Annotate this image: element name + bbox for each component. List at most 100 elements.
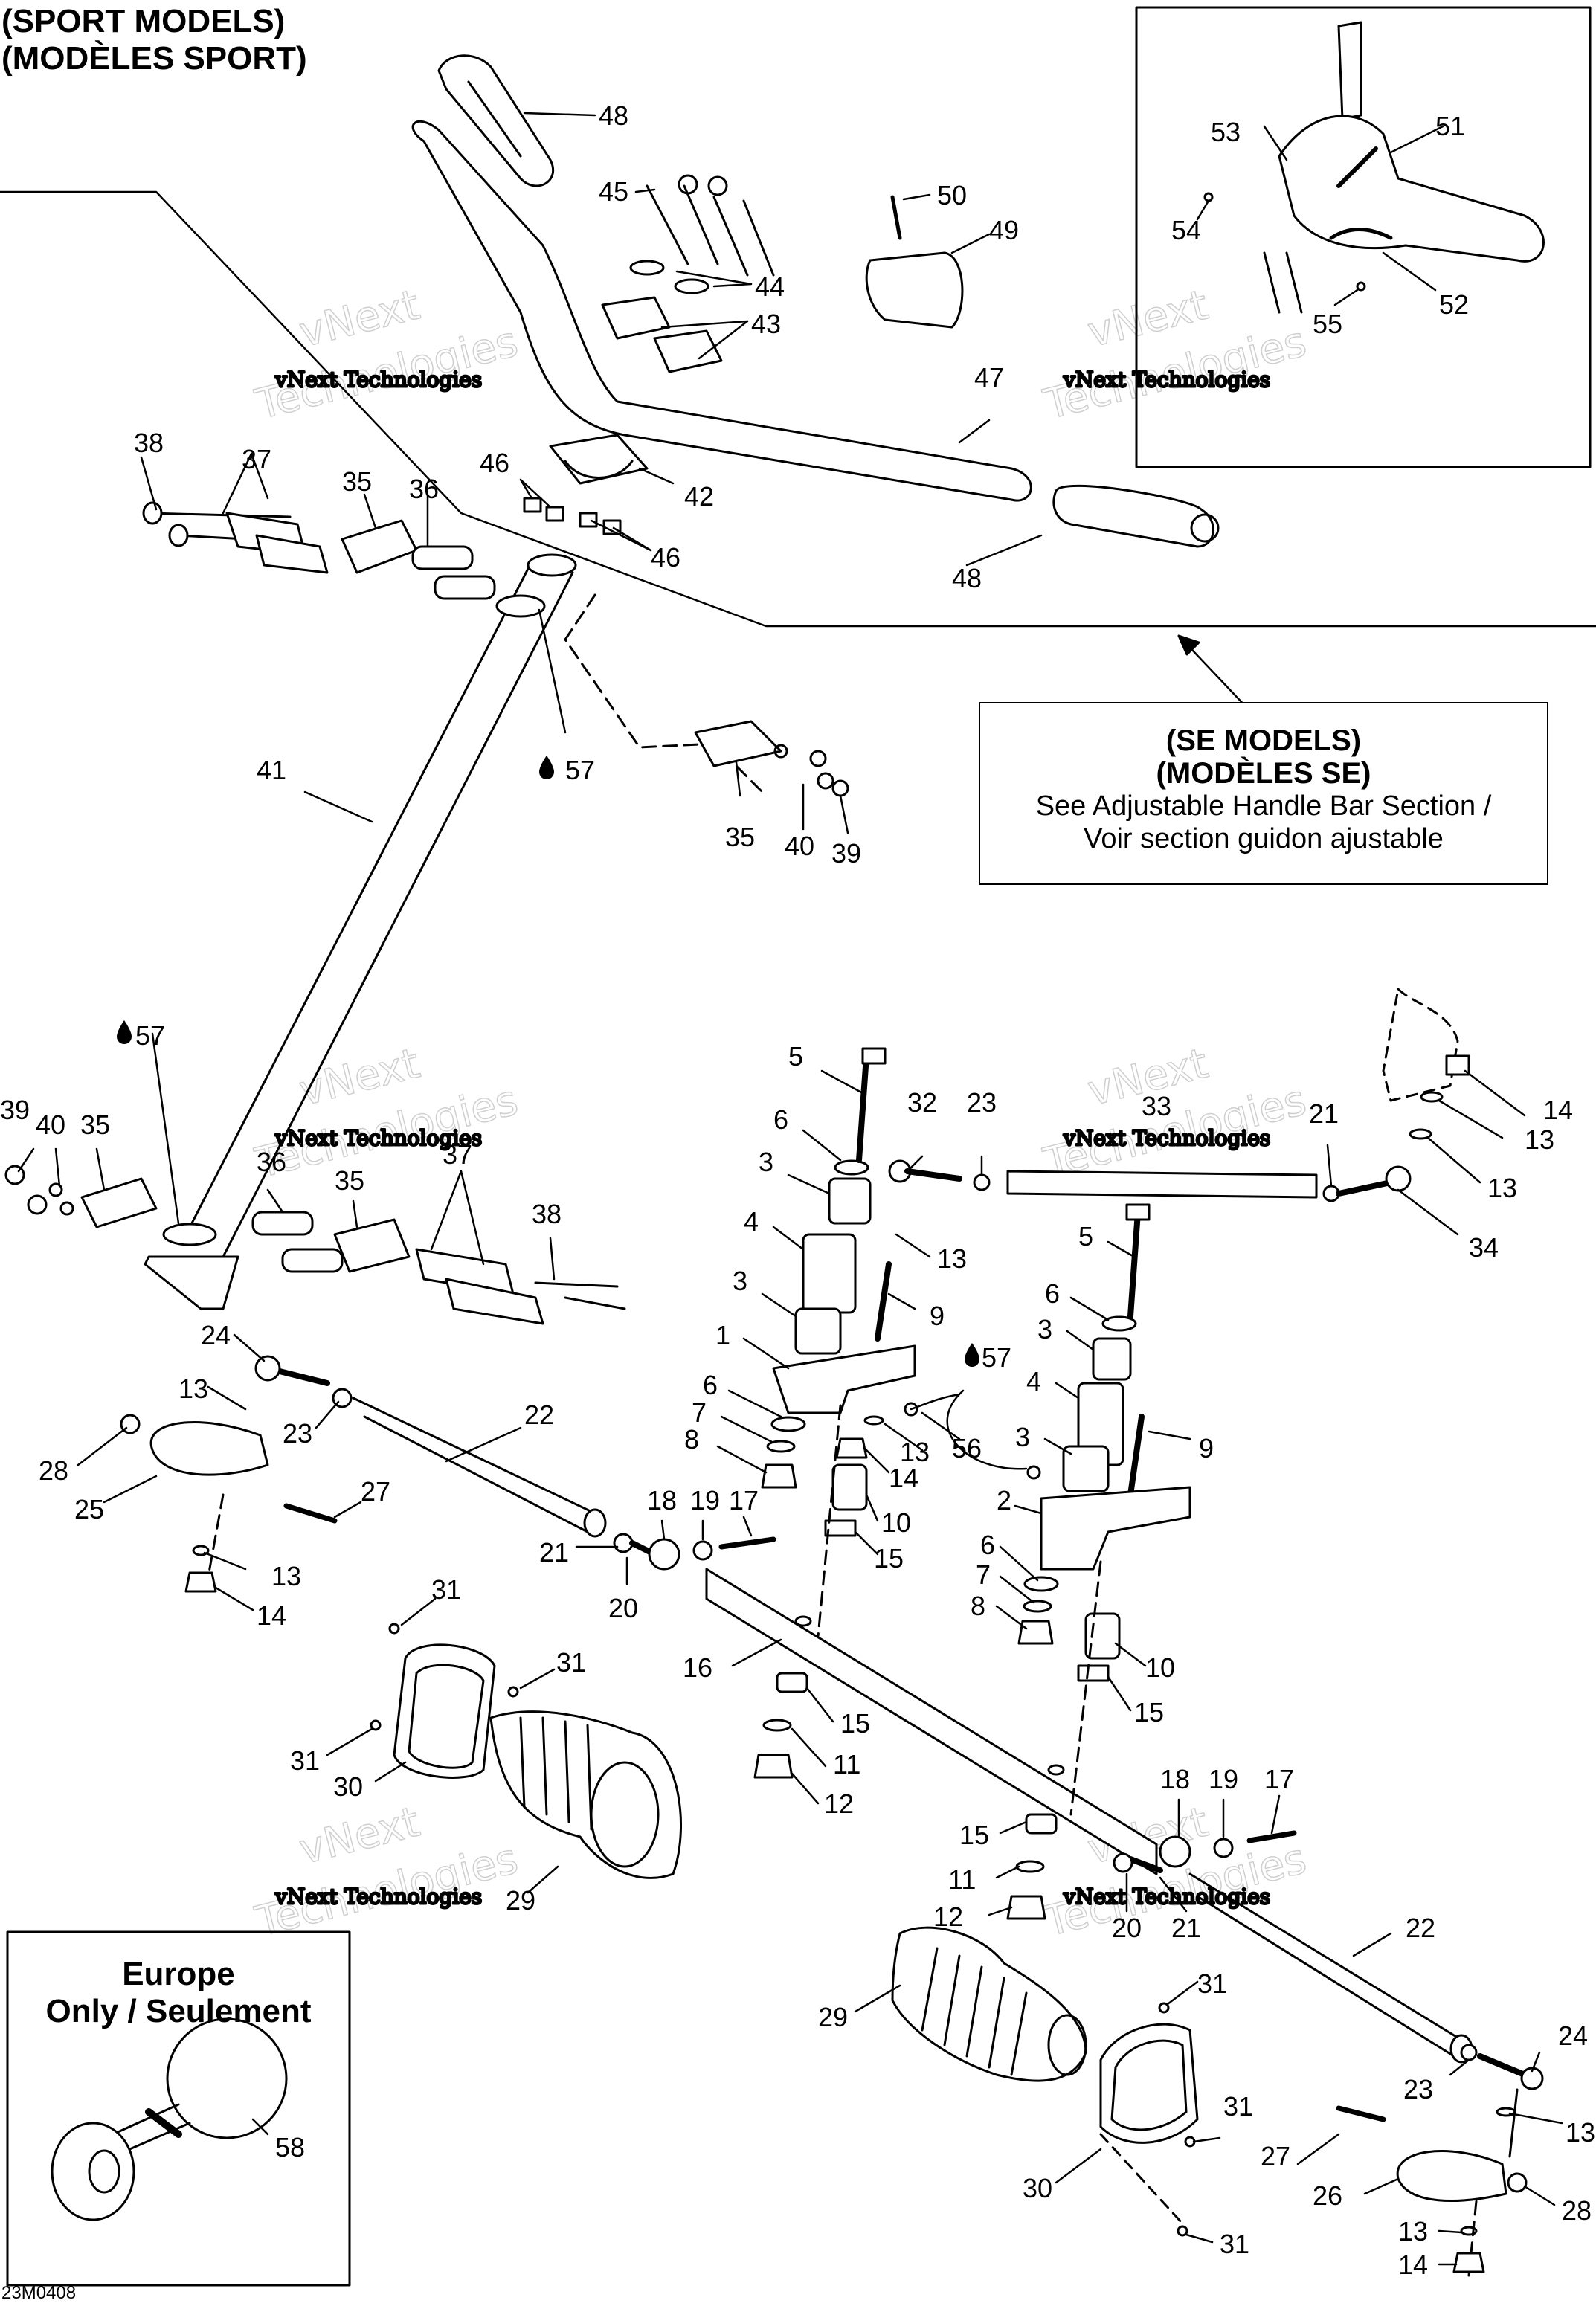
nut-46a bbox=[523, 497, 542, 513]
leader-31c bbox=[326, 1727, 373, 1756]
leader-13e bbox=[207, 1385, 247, 1411]
nut-8b bbox=[1017, 1620, 1054, 1645]
washer-15a bbox=[824, 1519, 857, 1537]
rod-end-18-left bbox=[648, 1538, 680, 1571]
horn-bulb bbox=[166, 2017, 288, 2139]
leader-35b bbox=[735, 761, 741, 797]
plate-30-left bbox=[393, 1643, 496, 1779]
rod-end-32-shank bbox=[904, 1168, 962, 1182]
leader-13b bbox=[1426, 1136, 1481, 1184]
label-36-upper: 36 bbox=[409, 474, 439, 504]
nut-14d bbox=[1452, 2252, 1485, 2273]
leader-24a bbox=[233, 1333, 266, 1362]
heading-sport-en: (SPORT MODELS) bbox=[1, 3, 286, 39]
bolt-17-left bbox=[718, 1536, 776, 1550]
link-37b-lower bbox=[445, 1278, 544, 1325]
label-13-left-b: 13 bbox=[271, 1561, 301, 1591]
boot-29-left-opening bbox=[590, 1761, 660, 1868]
label-39-lower: 39 bbox=[0, 1095, 30, 1125]
washer-13h bbox=[1460, 2226, 1478, 2236]
label-14-left: 14 bbox=[257, 1600, 286, 1631]
label-20-right: 20 bbox=[1112, 1913, 1142, 1943]
label-57-right: 57 bbox=[982, 1342, 1011, 1373]
washer-6b bbox=[770, 1416, 806, 1432]
watermark-text: vNext Technologies bbox=[1063, 367, 1270, 392]
leader-12b bbox=[988, 1906, 1013, 1916]
watermark-2: vNext Technologies vNext Technologies bbox=[1038, 280, 1311, 430]
se-reference-arrowhead bbox=[1177, 634, 1200, 656]
leader-29a bbox=[527, 1865, 559, 1894]
screw-31b bbox=[507, 1686, 519, 1698]
washer-13b bbox=[1409, 1128, 1432, 1140]
label-35-mid: 35 bbox=[725, 822, 755, 852]
label-1: 1 bbox=[715, 1320, 730, 1350]
bolt-head-45b bbox=[707, 175, 728, 196]
label-44: 44 bbox=[755, 271, 785, 302]
oil-drop-icon bbox=[539, 756, 554, 779]
grease-fitting-56-left bbox=[904, 1402, 918, 1417]
se-reference-line bbox=[0, 190, 1596, 628]
spring-50 bbox=[890, 195, 902, 240]
bracket-35-upper bbox=[341, 519, 418, 574]
leader-56 bbox=[921, 1411, 961, 1440]
label-15-left: 15 bbox=[874, 1543, 904, 1574]
label-31-c: 31 bbox=[290, 1745, 320, 1776]
label-53: 53 bbox=[1211, 117, 1241, 147]
leader-15d bbox=[999, 1820, 1028, 1835]
washer-6a bbox=[834, 1159, 869, 1176]
screw-31d bbox=[1158, 2002, 1170, 2014]
washer-6d bbox=[1023, 1576, 1059, 1592]
leader-55 bbox=[1333, 289, 1359, 306]
label-31-f: 31 bbox=[1220, 2229, 1249, 2259]
leader-15b bbox=[1107, 1675, 1132, 1712]
tie-bar-16 bbox=[705, 1568, 1158, 1875]
watermark-1: vNext Technologies vNext Technologies bbox=[250, 280, 523, 430]
label-14-right: 14 bbox=[1398, 2250, 1428, 2280]
label-23-upper: 23 bbox=[967, 1087, 997, 1118]
oil-drop-icon bbox=[117, 1020, 132, 1044]
label-13-post1: 13 bbox=[900, 1437, 930, 1467]
se-box-title-fr: (MODÈLES SE) bbox=[1156, 757, 1371, 790]
tie-rod-22-right bbox=[1188, 1872, 1459, 2058]
column-top-collar bbox=[527, 553, 577, 577]
label-22-left: 22 bbox=[524, 1400, 554, 1430]
label-57-upper: 57 bbox=[565, 755, 595, 785]
screw-31f bbox=[1177, 2225, 1188, 2237]
inset-part-53 bbox=[1336, 146, 1378, 188]
spacer-36b-lower bbox=[281, 1248, 344, 1273]
inset-handlebar-body bbox=[1278, 115, 1545, 263]
label-13-right-b: 13 bbox=[1398, 2216, 1428, 2247]
leader-38b bbox=[549, 1237, 556, 1281]
bolt-27-left bbox=[283, 1503, 338, 1524]
se-box-title-en: (SE MODELS) bbox=[1165, 724, 1362, 757]
leader-31b bbox=[519, 1668, 556, 1690]
leader-35c bbox=[95, 1147, 106, 1191]
leader-13a bbox=[1438, 1099, 1504, 1139]
leader-13d bbox=[884, 1423, 924, 1452]
washer-13-left bbox=[192, 1545, 210, 1556]
leader-31e bbox=[1192, 2136, 1221, 2143]
leader-6d bbox=[999, 1545, 1039, 1582]
label-40-mid: 40 bbox=[785, 831, 814, 861]
bolt-head-45a bbox=[678, 174, 698, 195]
nut-14b bbox=[835, 1437, 868, 1459]
leader-14a bbox=[1464, 1069, 1526, 1117]
label-39-mid: 39 bbox=[831, 838, 861, 869]
bolt-5-right bbox=[1127, 1209, 1141, 1319]
label-47: 47 bbox=[974, 362, 1004, 393]
bolts-38-lower bbox=[534, 1281, 626, 1310]
label-38-upper: 38 bbox=[134, 428, 164, 458]
leader-58 bbox=[251, 2118, 269, 2136]
leader-4a bbox=[772, 1226, 805, 1251]
washer-7a bbox=[766, 1440, 796, 1453]
leader-11a bbox=[791, 1727, 827, 1768]
label-10-left: 10 bbox=[881, 1507, 911, 1538]
leader-6c bbox=[727, 1389, 782, 1418]
leader-25 bbox=[103, 1475, 158, 1504]
tie-rod-22-left-end bbox=[583, 1508, 607, 1538]
label-24-left: 24 bbox=[201, 1320, 231, 1350]
bolt-38-head-b bbox=[168, 524, 189, 547]
leader-10a bbox=[865, 1493, 879, 1522]
leader-5b bbox=[1107, 1240, 1136, 1258]
